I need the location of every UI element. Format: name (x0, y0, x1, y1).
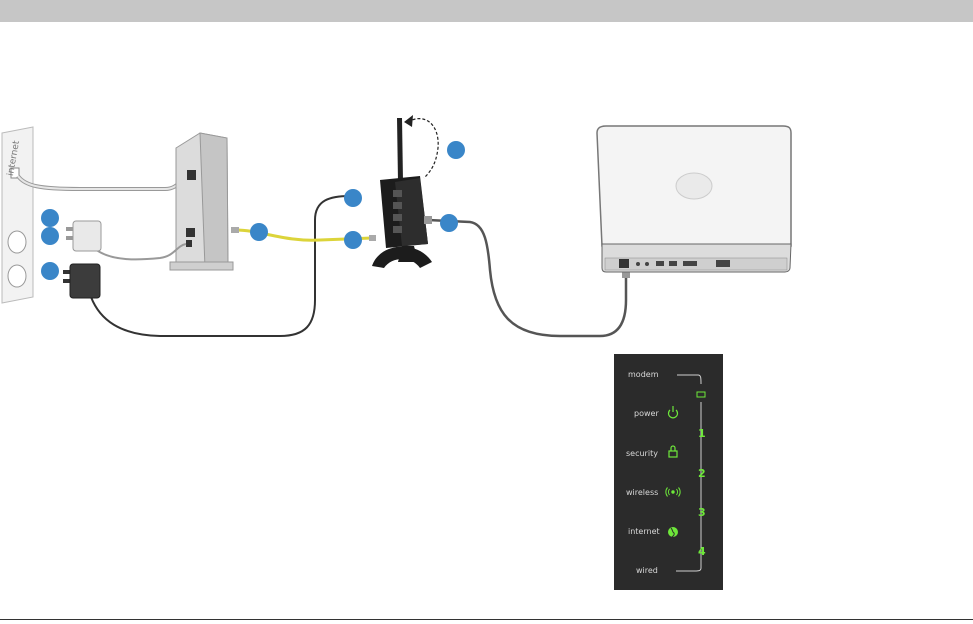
step-callout (41, 262, 59, 280)
step-callout (250, 223, 268, 241)
led-label-wired: wired (636, 566, 658, 575)
outlet-icon (8, 265, 26, 287)
router-power-adapter (63, 264, 100, 298)
laptop-device (597, 126, 791, 272)
led-label-modem: modem (628, 370, 658, 379)
router-device (372, 118, 432, 268)
led-label-power: power (634, 409, 659, 418)
modem-port-icon (187, 170, 196, 180)
step-callout (440, 214, 458, 232)
wireless-icon (666, 488, 680, 497)
step-callout (447, 141, 465, 159)
led-label-internet: internet (628, 527, 660, 536)
step-callout (344, 231, 362, 249)
led-status-panel: modem power security wireless internet w… (614, 354, 723, 590)
ethernet-cable-gray (428, 220, 626, 336)
step-callout (41, 227, 59, 245)
globe-icon (668, 527, 678, 537)
antenna-icon (397, 118, 403, 182)
modem-power-cable (94, 244, 186, 259)
modem-led-icon (697, 392, 705, 397)
led-label-security: security (626, 449, 658, 458)
led-number-4: 4 (698, 545, 706, 558)
rotate-arrow (408, 119, 438, 178)
step-callout (41, 209, 59, 227)
led-number-1: 1 (698, 427, 706, 440)
led-number-3: 3 (698, 506, 706, 519)
outlet-icon (8, 231, 26, 253)
led-label-wireless: wireless (626, 488, 658, 497)
laptop-ethernet-port-icon (619, 259, 629, 268)
lock-icon (669, 446, 677, 457)
modem-power-port-icon (186, 240, 192, 247)
modem-power-adapter (66, 221, 101, 251)
modem-device (170, 133, 233, 270)
step-callout (344, 189, 362, 207)
led-panel-lines (614, 354, 723, 590)
power-icon (669, 406, 678, 418)
footer-rule (0, 619, 973, 620)
modem-port-icon (186, 228, 195, 237)
led-number-2: 2 (698, 467, 706, 480)
